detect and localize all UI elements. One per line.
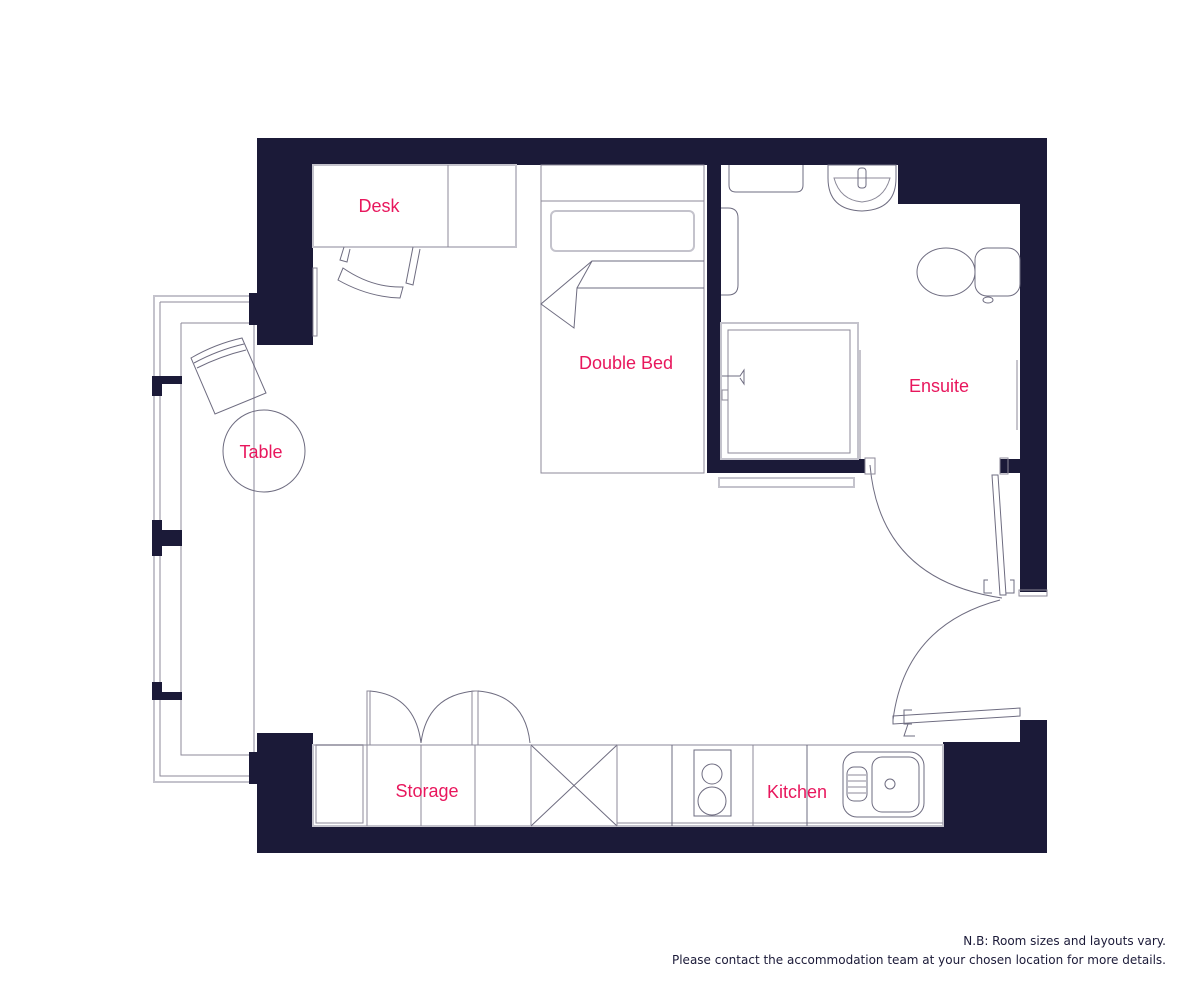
room-label-kitchen: Kitchen	[767, 782, 827, 802]
walls	[249, 138, 1047, 853]
room-label-table: Table	[239, 442, 282, 462]
room-label-double-bed: Double Bed	[579, 353, 673, 373]
doors	[864, 457, 1048, 737]
double-bed: Double Bed	[540, 164, 855, 488]
ensuite: Ensuite	[720, 164, 1021, 460]
window-bay	[152, 295, 255, 783]
footer-note-line-1: N.B: Room sizes and layouts vary.	[963, 934, 1166, 948]
desk: Desk	[312, 164, 517, 337]
kitchen: Kitchen	[530, 744, 944, 827]
table-area: Table	[190, 337, 306, 493]
room-label-ensuite: Ensuite	[909, 376, 969, 396]
room-label-storage: Storage	[395, 781, 458, 801]
storage: Storage	[312, 690, 532, 827]
footer-note-line-2: Please contact the accommodation team at…	[671, 953, 1166, 967]
room-label-desk: Desk	[358, 196, 400, 216]
